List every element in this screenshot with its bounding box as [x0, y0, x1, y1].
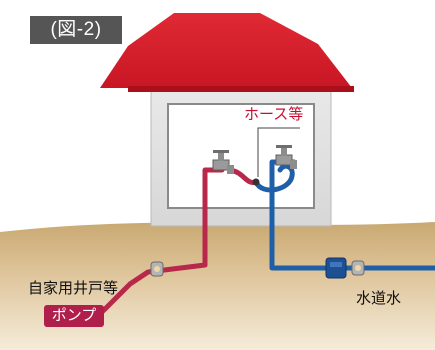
- hose-pointer-line: [257, 127, 300, 177]
- figure-label: (図-2): [30, 16, 122, 44]
- well-pipe: [89, 167, 225, 325]
- water-meter-icon: [325, 257, 347, 279]
- valve-well-icon: [150, 261, 164, 277]
- hose-loop: [253, 163, 295, 193]
- faucet-right-icon: [275, 145, 297, 169]
- hose-label: ホース等: [244, 106, 304, 123]
- hose-junction-dot: [252, 178, 260, 186]
- ground: [0, 222, 435, 350]
- roof-eave: [128, 86, 354, 92]
- private-well-label: 自家用井戸等: [28, 280, 119, 297]
- tap-water-label: 水道水: [356, 290, 402, 307]
- valve-water-icon: [351, 260, 365, 276]
- pump-label: ポンプ: [44, 305, 104, 327]
- faucet-left-icon: [212, 150, 234, 174]
- house-roof: [100, 13, 352, 88]
